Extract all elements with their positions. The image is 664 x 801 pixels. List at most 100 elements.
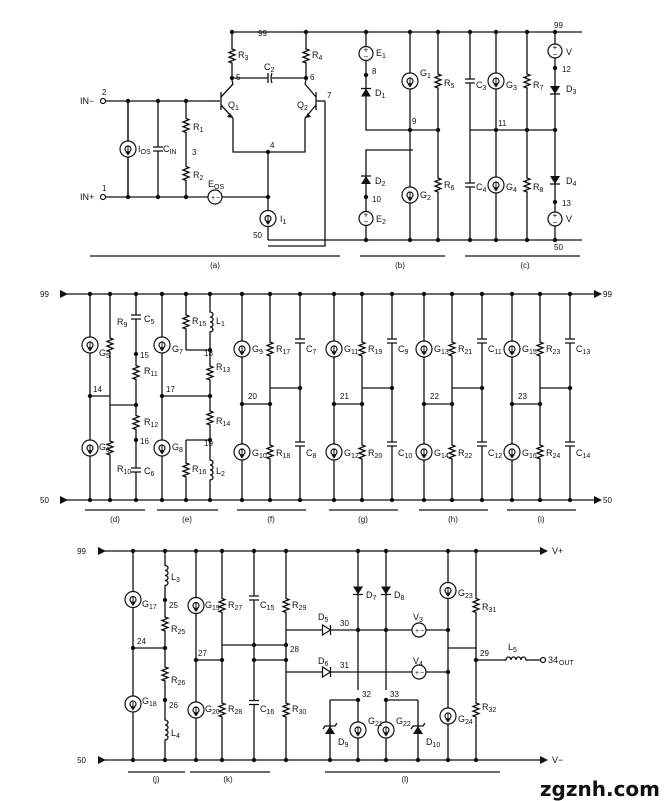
node-n33: 33 <box>390 690 399 699</box>
label-d7: D7 <box>366 590 377 602</box>
junction-dot <box>159 393 165 399</box>
v3-source <box>411 622 427 638</box>
junction-dot <box>265 194 271 200</box>
d9-zener <box>322 700 338 760</box>
label-r2: R2 <box>193 170 204 182</box>
junction-dot <box>509 401 515 407</box>
r28-resistor <box>217 660 227 760</box>
junction-dot <box>473 757 479 763</box>
label-r8: R8 <box>533 182 544 194</box>
node-n17: 17 <box>166 385 175 394</box>
c16-capacitor <box>249 645 259 760</box>
label-r30: R30 <box>292 704 306 716</box>
junction-dot <box>283 642 289 648</box>
junction-dot <box>207 393 213 399</box>
junction-dot <box>162 597 168 603</box>
g1-source <box>401 72 419 90</box>
node-n34: 34 <box>548 655 558 665</box>
junction-dot <box>239 291 245 297</box>
junction-dot <box>207 347 213 353</box>
label-r5: R5 <box>444 78 455 90</box>
label-c13: C13 <box>576 344 590 356</box>
junction-dot <box>107 291 113 297</box>
label-g16: G16 <box>522 448 537 460</box>
junction-dot <box>359 291 365 297</box>
junction-dot <box>445 548 451 554</box>
label-r1: R1 <box>193 122 204 134</box>
g18-source <box>124 695 142 713</box>
label-v3: V3 <box>413 612 423 624</box>
node-n99: 99 <box>258 29 267 38</box>
label-g2: G2 <box>420 190 431 202</box>
label-c7: C7 <box>306 344 317 356</box>
l1-inductor <box>209 294 214 350</box>
g10-source <box>233 443 251 461</box>
c14-capacitor <box>565 388 575 500</box>
label-d6: D6 <box>318 656 329 668</box>
node-n14: 14 <box>93 385 102 394</box>
node-n20: 20 <box>248 392 257 401</box>
junction-dot <box>407 237 413 243</box>
r21-resistor <box>447 294 457 404</box>
r4-resistor <box>301 32 311 80</box>
label-q1: Q1 <box>228 100 239 112</box>
r17-resistor <box>265 294 275 404</box>
r30-resistor <box>281 660 291 760</box>
junction-dot <box>383 548 389 554</box>
junction-dot <box>383 627 389 633</box>
junction-dot <box>363 72 369 78</box>
label-r15: R15 <box>192 316 206 328</box>
node-n21: 21 <box>340 392 349 401</box>
r1-resistor <box>181 101 191 150</box>
junction-dot <box>219 657 225 663</box>
node-n23: 23 <box>518 392 527 401</box>
label-cin: CIN <box>163 144 177 156</box>
c10-capacitor <box>387 388 397 500</box>
label-g21: G21 <box>368 716 383 728</box>
label-g4: G4 <box>506 182 517 194</box>
c7-capacitor <box>295 294 305 388</box>
node-n18: 18 <box>204 349 213 358</box>
junction-dot <box>363 29 369 35</box>
label-l1: L1 <box>216 316 225 328</box>
junction-dot <box>331 401 337 407</box>
node-n50: 50 <box>40 496 49 505</box>
r15-resistor <box>181 294 191 350</box>
junction-dot <box>355 697 361 703</box>
node-n99: 99 <box>554 21 563 30</box>
junction-dot <box>355 627 361 633</box>
section-label-e: (e) <box>182 515 192 524</box>
label-r25: R25 <box>171 624 185 636</box>
label-r26: R26 <box>171 675 185 687</box>
cin-capacitor <box>153 101 163 197</box>
wire <box>232 118 306 153</box>
junction-dot <box>355 548 361 554</box>
node-n31: 31 <box>340 661 349 670</box>
junction-dot <box>303 29 309 35</box>
node-n6: 6 <box>310 73 315 82</box>
eos-source <box>207 189 223 205</box>
node-n22: 22 <box>430 392 439 401</box>
label-g13: G13 <box>434 344 449 356</box>
junction-dot <box>331 291 337 297</box>
d7-diode <box>353 551 363 630</box>
junction-dot <box>283 548 289 554</box>
junction-dot <box>133 497 139 503</box>
junction-dot <box>363 194 369 200</box>
section-label-h: (h) <box>448 515 458 524</box>
label-r4: R4 <box>312 50 323 62</box>
g19-source <box>187 596 205 615</box>
junction-dot <box>445 757 451 763</box>
label-r10: R10 <box>117 464 131 476</box>
c9-capacitor <box>387 294 397 388</box>
d8-diode <box>381 551 391 630</box>
junction-dot <box>435 127 441 133</box>
node-n50: 50 <box>603 496 612 505</box>
junction-dot <box>509 291 515 297</box>
terminal-dot <box>99 97 107 105</box>
label-r6: R6 <box>444 180 455 192</box>
section-label-b: (b) <box>395 261 405 270</box>
q1-transistor <box>220 83 234 119</box>
junction-dot <box>297 291 303 297</box>
